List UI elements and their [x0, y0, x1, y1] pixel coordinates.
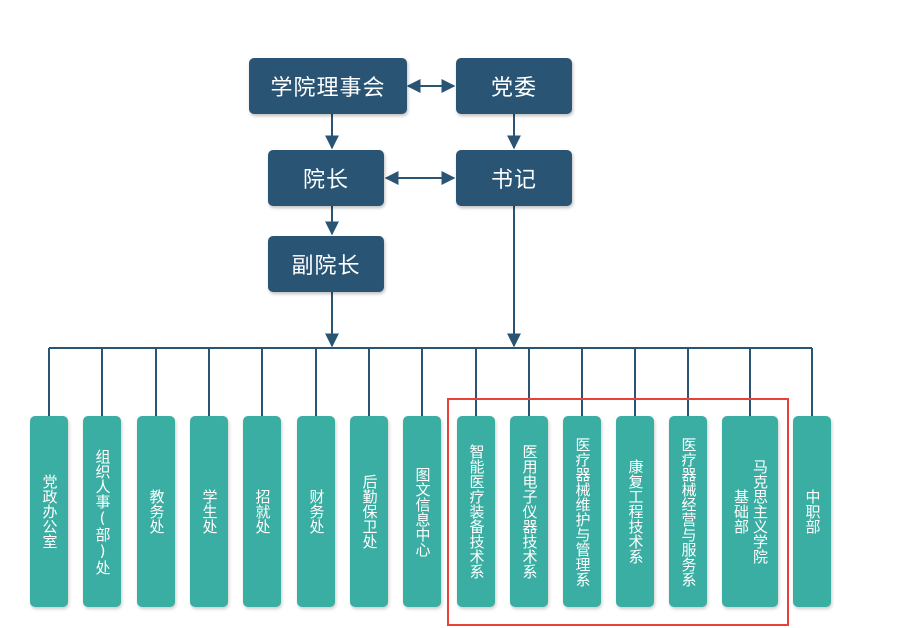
board-box: 学院理事会 [249, 58, 407, 114]
department-box: 医疗器械经营与服务系 [669, 416, 707, 607]
president-box: 院长 [268, 150, 384, 206]
department-label: 医疗器械维护与管理系 [573, 436, 592, 587]
department-box: 教务处 [137, 416, 175, 607]
department-box: 智能医疗装备技术系 [457, 416, 495, 607]
department-label: 党政办公室 [40, 474, 59, 549]
department-label: 中职部 [803, 489, 822, 534]
vice-president-box: 副院长 [268, 236, 384, 292]
department-box: 党政办公室 [30, 416, 68, 607]
department-label: 教务处 [147, 489, 166, 534]
president-label: 院长 [302, 168, 349, 193]
secretary-label: 书记 [490, 168, 537, 193]
party-committee-box: 党委 [456, 58, 572, 114]
department-box: 图文信息中心 [403, 416, 441, 607]
department-box: 组织人事(部)处 [83, 416, 121, 607]
department-label: 智能医疗装备技术系 [467, 444, 486, 579]
secretary-box: 书记 [456, 150, 572, 206]
department-label: 康复工程技术系 [626, 459, 645, 564]
department-label: 后勤保卫处 [360, 474, 379, 549]
department-box: 康复工程技术系 [616, 416, 654, 607]
party-committee-label: 党委 [490, 76, 537, 101]
department-box: 医疗器械维护与管理系 [563, 416, 601, 607]
department-box: 后勤保卫处 [350, 416, 388, 607]
department-box: 马克思主义学院 基础部 [722, 416, 778, 607]
department-label: 组织人事(部)处 [93, 448, 112, 575]
department-box: 中职部 [793, 416, 831, 607]
department-label: 图文信息中心 [413, 466, 432, 557]
highlight-frame [447, 398, 789, 626]
department-box: 学生处 [190, 416, 228, 607]
department-label: 医疗器械经营与服务系 [679, 436, 698, 587]
board-label: 学院理事会 [270, 76, 386, 101]
department-label: 医用电子仪器技术系 [520, 444, 539, 579]
department-label: 马克思主义学院 基础部 [732, 459, 769, 564]
department-box: 医用电子仪器技术系 [510, 416, 548, 607]
department-box: 财务处 [297, 416, 335, 607]
department-label: 招就处 [253, 489, 272, 534]
department-label: 学生处 [200, 489, 219, 534]
vice-president-label: 副院长 [291, 254, 361, 279]
department-label: 财务处 [307, 489, 326, 534]
department-box: 招就处 [243, 416, 281, 607]
